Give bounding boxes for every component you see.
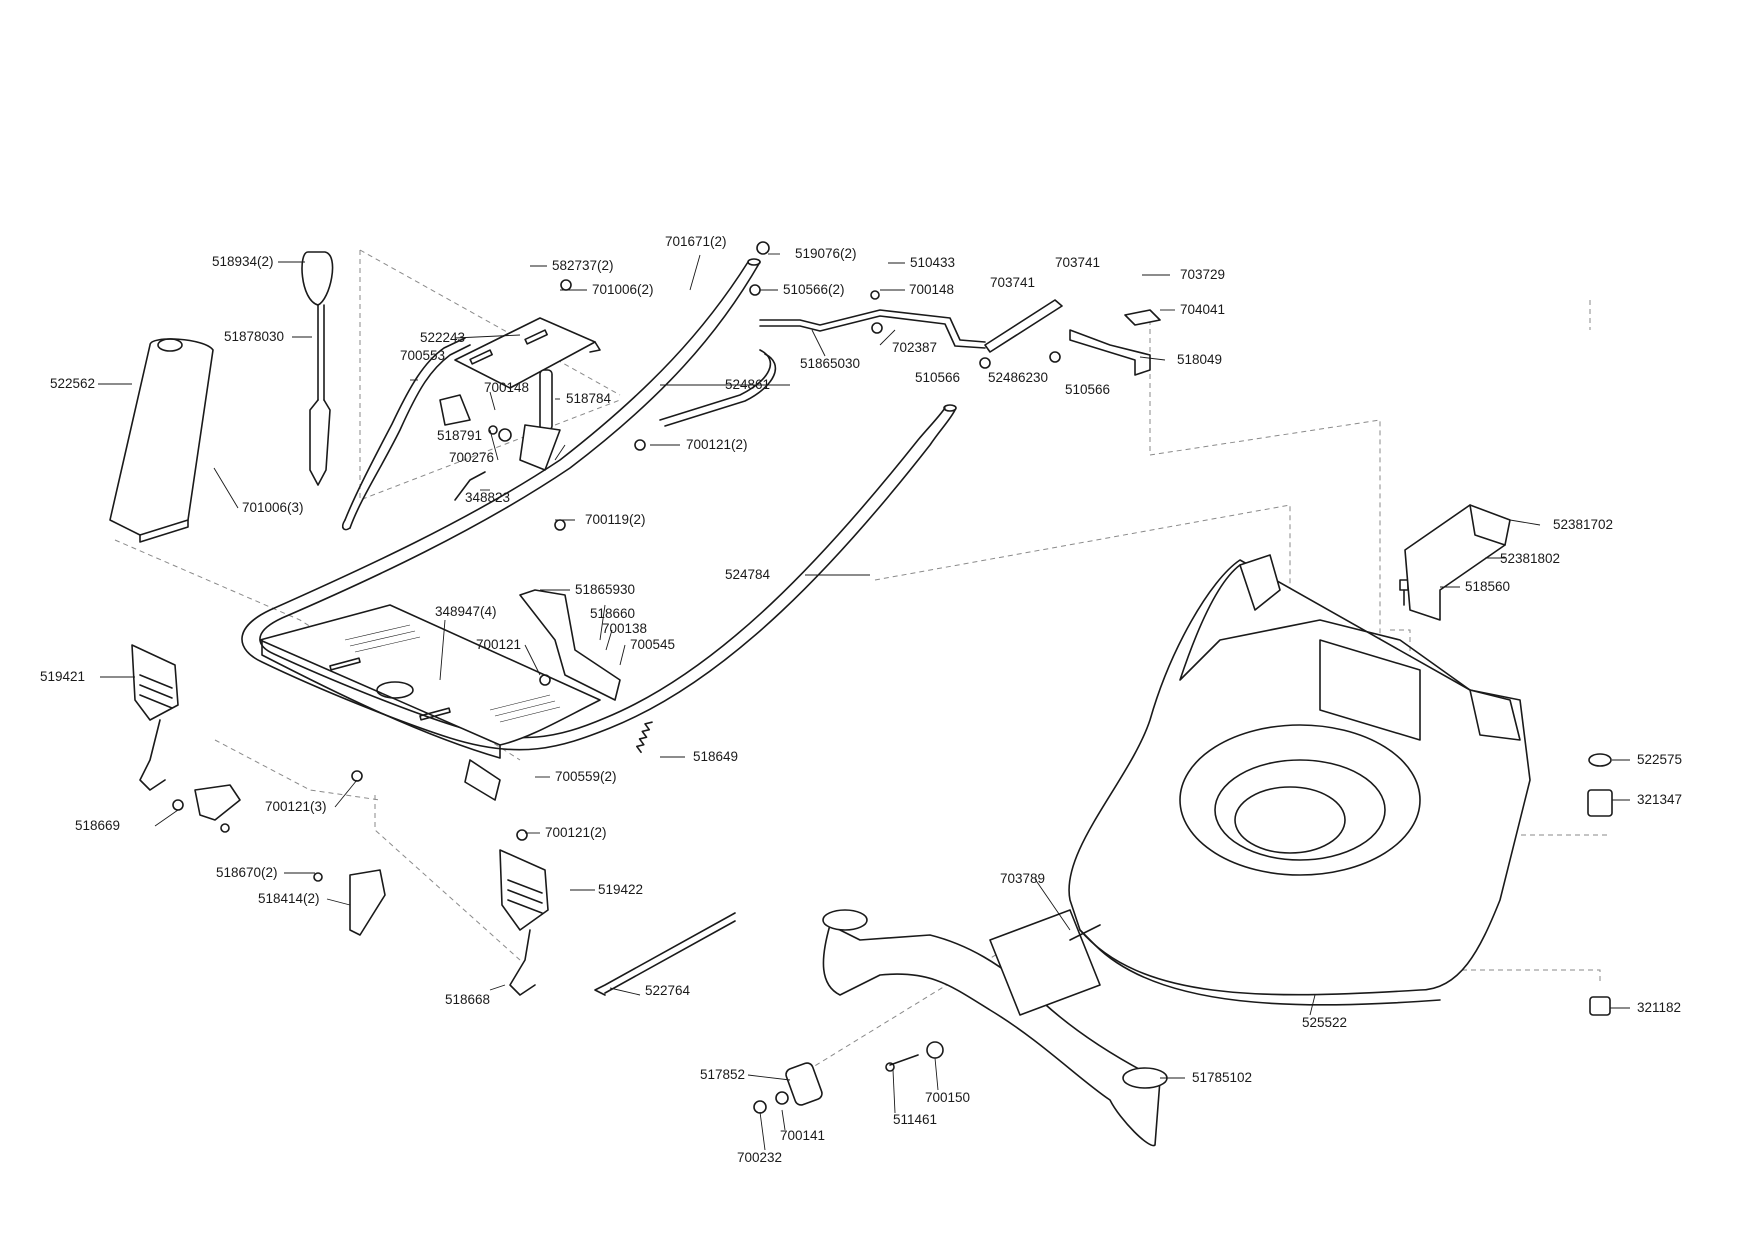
- part-label: 703741: [990, 275, 1035, 290]
- inner-handle-bar: [342, 337, 471, 531]
- part-label: 519421: [40, 669, 85, 684]
- part-label: 510566: [1065, 382, 1110, 397]
- part-label: 700121(2): [686, 437, 748, 452]
- part-label: 703729: [1180, 267, 1225, 282]
- part-label: 518791: [437, 428, 482, 443]
- part-label: 700150: [925, 1090, 970, 1105]
- part-label: 52381802: [1500, 551, 1560, 566]
- front-axle-51785102: [822, 909, 1168, 1147]
- part-label: 518934(2): [212, 254, 274, 269]
- part-label: 700553: [400, 348, 445, 363]
- part-label: 321182: [1637, 1000, 1681, 1015]
- part-label: 700141: [780, 1128, 825, 1143]
- part-label: 51865930: [575, 582, 635, 597]
- part-label: 510566: [915, 370, 960, 385]
- part-label: 700559(2): [555, 769, 617, 784]
- part-label: 519422: [598, 882, 643, 897]
- part-label: 348947(4): [435, 604, 497, 619]
- part-label: 52381702: [1553, 517, 1613, 532]
- part-label: 700545: [630, 637, 675, 652]
- part-label: 701006(2): [592, 282, 654, 297]
- part-label: 518414(2): [258, 891, 320, 906]
- rod-522764: [594, 912, 736, 996]
- lever-mechanism-518784: [439, 369, 561, 501]
- bracket-518669: [172, 784, 241, 821]
- part-label: 582737(2): [552, 258, 614, 273]
- outer-handle-frame: [241, 258, 957, 751]
- part-label: 522764: [645, 983, 691, 998]
- part-label: 511461: [893, 1112, 937, 1127]
- part-label: 51785102: [1192, 1070, 1252, 1085]
- bracket-51865930: [519, 589, 621, 701]
- part-label: 700276: [449, 450, 494, 465]
- part-label: 518660: [590, 606, 635, 621]
- part-label: 524784: [725, 567, 771, 582]
- part-label: 700121: [476, 637, 521, 652]
- part-label: 522243: [420, 330, 465, 345]
- bracket-52381702: [1404, 504, 1511, 621]
- part-label: 321347: [1637, 792, 1682, 807]
- part-label: 700148: [484, 380, 529, 395]
- part-label: 701671(2): [665, 234, 727, 249]
- part-label: 348823: [465, 490, 510, 505]
- floor-plate: [259, 604, 601, 801]
- part-label: 518670(2): [216, 865, 278, 880]
- label-leaders: [98, 253, 1630, 1151]
- part-label: 517852: [700, 1067, 745, 1082]
- part-label: 518560: [1465, 579, 1510, 594]
- lever-cover-522562: [109, 338, 214, 543]
- part-label: 51865030: [800, 356, 860, 371]
- spring-518649: [636, 721, 653, 754]
- pedal-519422: [499, 849, 549, 996]
- bracket-518414: [349, 869, 386, 936]
- part-label: 51878030: [224, 329, 284, 344]
- part-label: 522562: [50, 376, 95, 391]
- control-rods: [659, 299, 1161, 427]
- part-label: 518669: [75, 818, 120, 833]
- floor-plate-vents: [344, 624, 561, 723]
- part-label: 703789: [1000, 871, 1045, 886]
- part-label: 518784: [566, 391, 612, 406]
- pedal-519421: [131, 644, 179, 791]
- part-label: 702387: [892, 340, 937, 355]
- part-label: 525522: [1302, 1015, 1347, 1030]
- bracket-522243: [454, 317, 601, 389]
- part-label: 700121(3): [265, 799, 327, 814]
- part-label: 52486230: [988, 370, 1048, 385]
- part-label: 510566(2): [783, 282, 845, 297]
- part-label: 701006(3): [242, 500, 304, 515]
- part-label: 522575: [1637, 752, 1682, 767]
- part-number-labels: 518934(2) 51878030 522562 701006(3) 582737(2…: [40, 234, 1682, 1165]
- part-label: 524861: [725, 377, 770, 392]
- part-label: 518668: [445, 992, 490, 1007]
- part-label: 518049: [1177, 352, 1222, 367]
- part-label: 519076(2): [795, 246, 857, 261]
- part-label: 518649: [693, 749, 738, 764]
- mower-deck-525522: [1068, 554, 1531, 1006]
- part-label: 700138: [602, 621, 647, 636]
- part-label: 700232: [737, 1150, 782, 1165]
- part-label: 510433: [910, 255, 955, 270]
- part-label: 700119(2): [585, 512, 646, 527]
- part-label: 703741: [1055, 255, 1100, 270]
- part-label: 700148: [909, 282, 954, 297]
- gear-lever-51878030: [301, 251, 334, 486]
- part-label: 700121(2): [545, 825, 607, 840]
- part-label: 704041: [1180, 302, 1225, 317]
